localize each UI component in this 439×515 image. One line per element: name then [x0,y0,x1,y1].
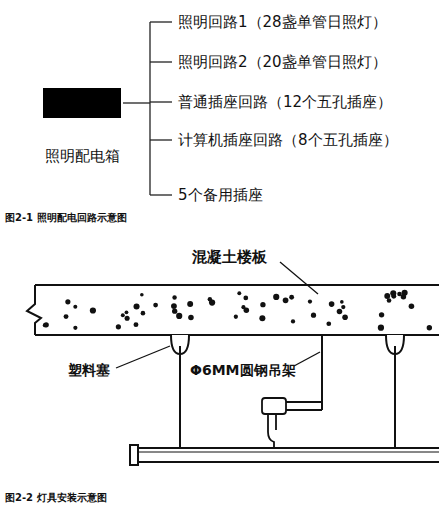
texture-dot [289,295,294,300]
texture-dot [125,316,130,321]
texture-dot [125,310,129,314]
texture-dot [409,303,415,309]
texture-dot [259,315,265,321]
texture-dot [427,325,432,330]
texture-dot [311,313,316,318]
distribution-box: 照明配电箱 [34,88,130,166]
part-label: 混凝土楼板 [192,247,267,267]
circuit-label: 5个备用插座 [178,185,263,205]
texture-dot [171,303,177,309]
texture-dot [291,319,295,323]
texture-dot [153,303,158,308]
texture-dot [121,313,125,317]
texture-dot [90,307,96,313]
texture-dot [384,293,390,299]
texture-dot [273,294,279,300]
steel-hanger [180,335,395,448]
texture-dot [188,315,194,321]
plastic-plug [171,335,404,354]
texture-dot [337,309,343,315]
texture-dot [208,297,212,301]
texture-dot [329,301,335,307]
texture-dot [172,295,176,299]
texture-dot [401,294,407,300]
circuit-label: 照明回路2（20盏单管日照灯） [178,52,387,72]
texture-dot [187,301,193,307]
texture-dot [390,290,396,296]
texture-dot [341,305,345,309]
concrete-texture [43,290,432,331]
texture-dot [340,300,344,304]
texture-dot [326,321,331,326]
part-label: 塑料塞 [68,360,110,380]
texture-dot [116,324,121,329]
texture-dot [243,296,248,301]
fluorescent-lamp [130,445,439,465]
texture-dot [73,305,77,309]
texture-dot [260,302,265,307]
texture-dot [237,291,241,295]
circuit-label: 普通插座回路（12个五孔插座） [178,92,392,112]
box-label: 照明配电箱 [34,146,130,166]
texture-dot [283,297,289,303]
circuit-label: 计算机插座回路（8个五孔插座） [178,130,398,150]
texture-dot [64,314,69,319]
part-label: Φ6MM圆钢吊架 [190,360,296,380]
texture-dot [387,298,392,303]
texture-dot [140,293,144,297]
texture-dot [176,313,182,319]
texture-dot [172,308,177,313]
texture-dot [234,315,238,319]
texture-dot [378,325,384,331]
texture-dot [65,299,70,304]
concrete-slab [27,285,439,335]
texture-dot [141,311,146,316]
texture-dot [43,322,48,327]
leader-line [116,262,320,368]
texture-dot [244,307,250,313]
texture-dot [342,314,348,320]
lamp-holder [262,398,322,448]
texture-dot [379,312,384,317]
texture-dot [308,299,312,303]
texture-dot [73,326,77,330]
texture-dot [134,304,140,310]
texture-dot [134,322,139,327]
box-fill [43,88,121,118]
tree-bracket [123,22,172,195]
figure-caption: 图2-1 照明配电回路示意图 [5,208,127,228]
figure-caption: 图2-2 灯具安装示意图 [5,488,107,508]
circuit-label: 照明回路1（28盏单管日照灯） [178,12,387,32]
